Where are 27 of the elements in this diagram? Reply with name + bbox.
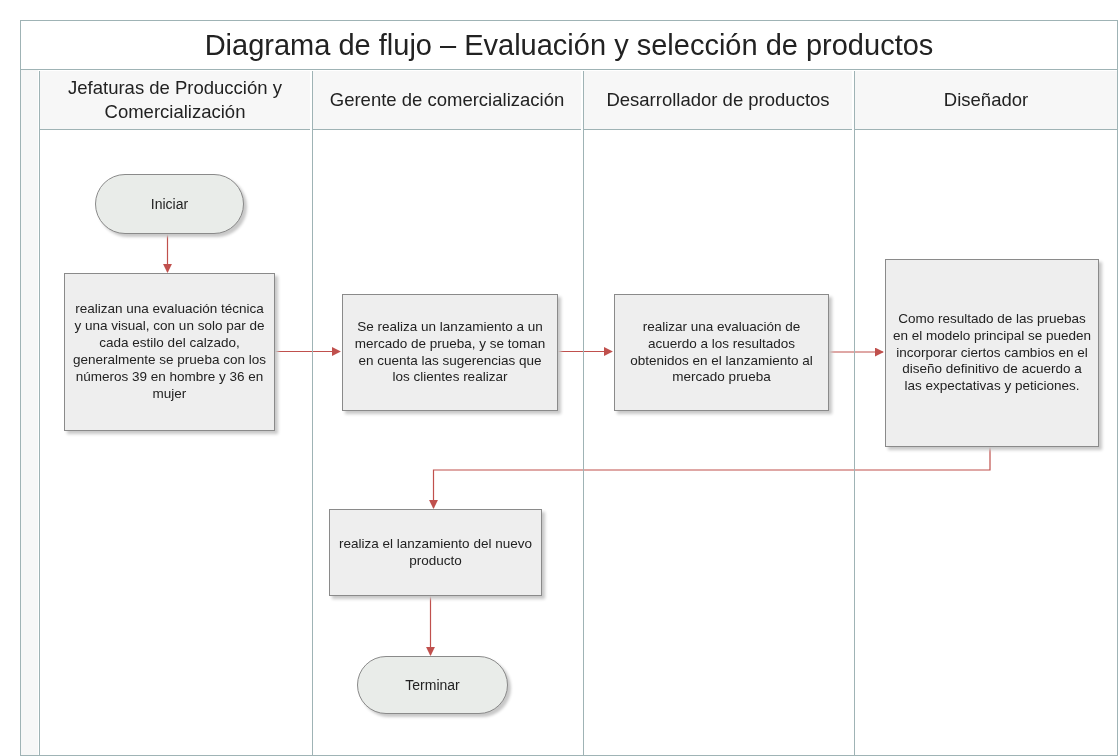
lane-header: Diseñador bbox=[942, 87, 1030, 112]
arrow bbox=[429, 445, 991, 509]
process-text: realizar una evaluación de acuerdo a los resultados obtenidos en el lanzamiento al mercado prueba bbox=[629, 318, 814, 387]
swimlane bbox=[312, 71, 581, 755]
process-box bbox=[64, 273, 275, 431]
terminator-label: Terminar bbox=[405, 677, 460, 693]
swimlane bbox=[854, 71, 1117, 755]
lane-header: Jefaturas de Producción y Comercialización bbox=[67, 75, 283, 124]
process-text: Como resultado de las pruebas en el modelo principal se pueden incorporar ciertos cambios en el diseño definitivo de acuerdo a las expectativas y peticiones. bbox=[892, 310, 1092, 396]
lane-header: Gerente de comercialización bbox=[328, 87, 566, 112]
process-box bbox=[614, 294, 829, 411]
lane-header: Desarrollador de productos bbox=[605, 87, 831, 112]
arrow bbox=[163, 232, 172, 273]
terminator-shape bbox=[357, 656, 508, 714]
process-text: realiza el lanzamiento del nuevo producto bbox=[338, 535, 533, 570]
swimlane bbox=[39, 71, 310, 755]
process-text: Se realiza un lanzamiento a un mercado de prueba, y se toman en cuenta las sugerencias que los clientes realizar bbox=[353, 318, 547, 387]
process-text: realizan una evaluación técnica y una visual, con un solo par de cada estilo del calzado, generalmente se prueba con los números 39 en hombre y 36 en mujer bbox=[72, 301, 267, 403]
arrow bbox=[426, 594, 435, 656]
process-box bbox=[342, 294, 558, 411]
process-box bbox=[885, 259, 1099, 447]
swimlane bbox=[583, 71, 852, 755]
diagram-title: Diagrama de flujo – Evaluación y selección de productos bbox=[21, 21, 1117, 70]
process-box bbox=[329, 509, 542, 596]
swimlane-pool bbox=[20, 20, 1118, 756]
terminator-shape bbox=[95, 174, 244, 234]
terminator-label: Iniciar bbox=[150, 196, 189, 212]
